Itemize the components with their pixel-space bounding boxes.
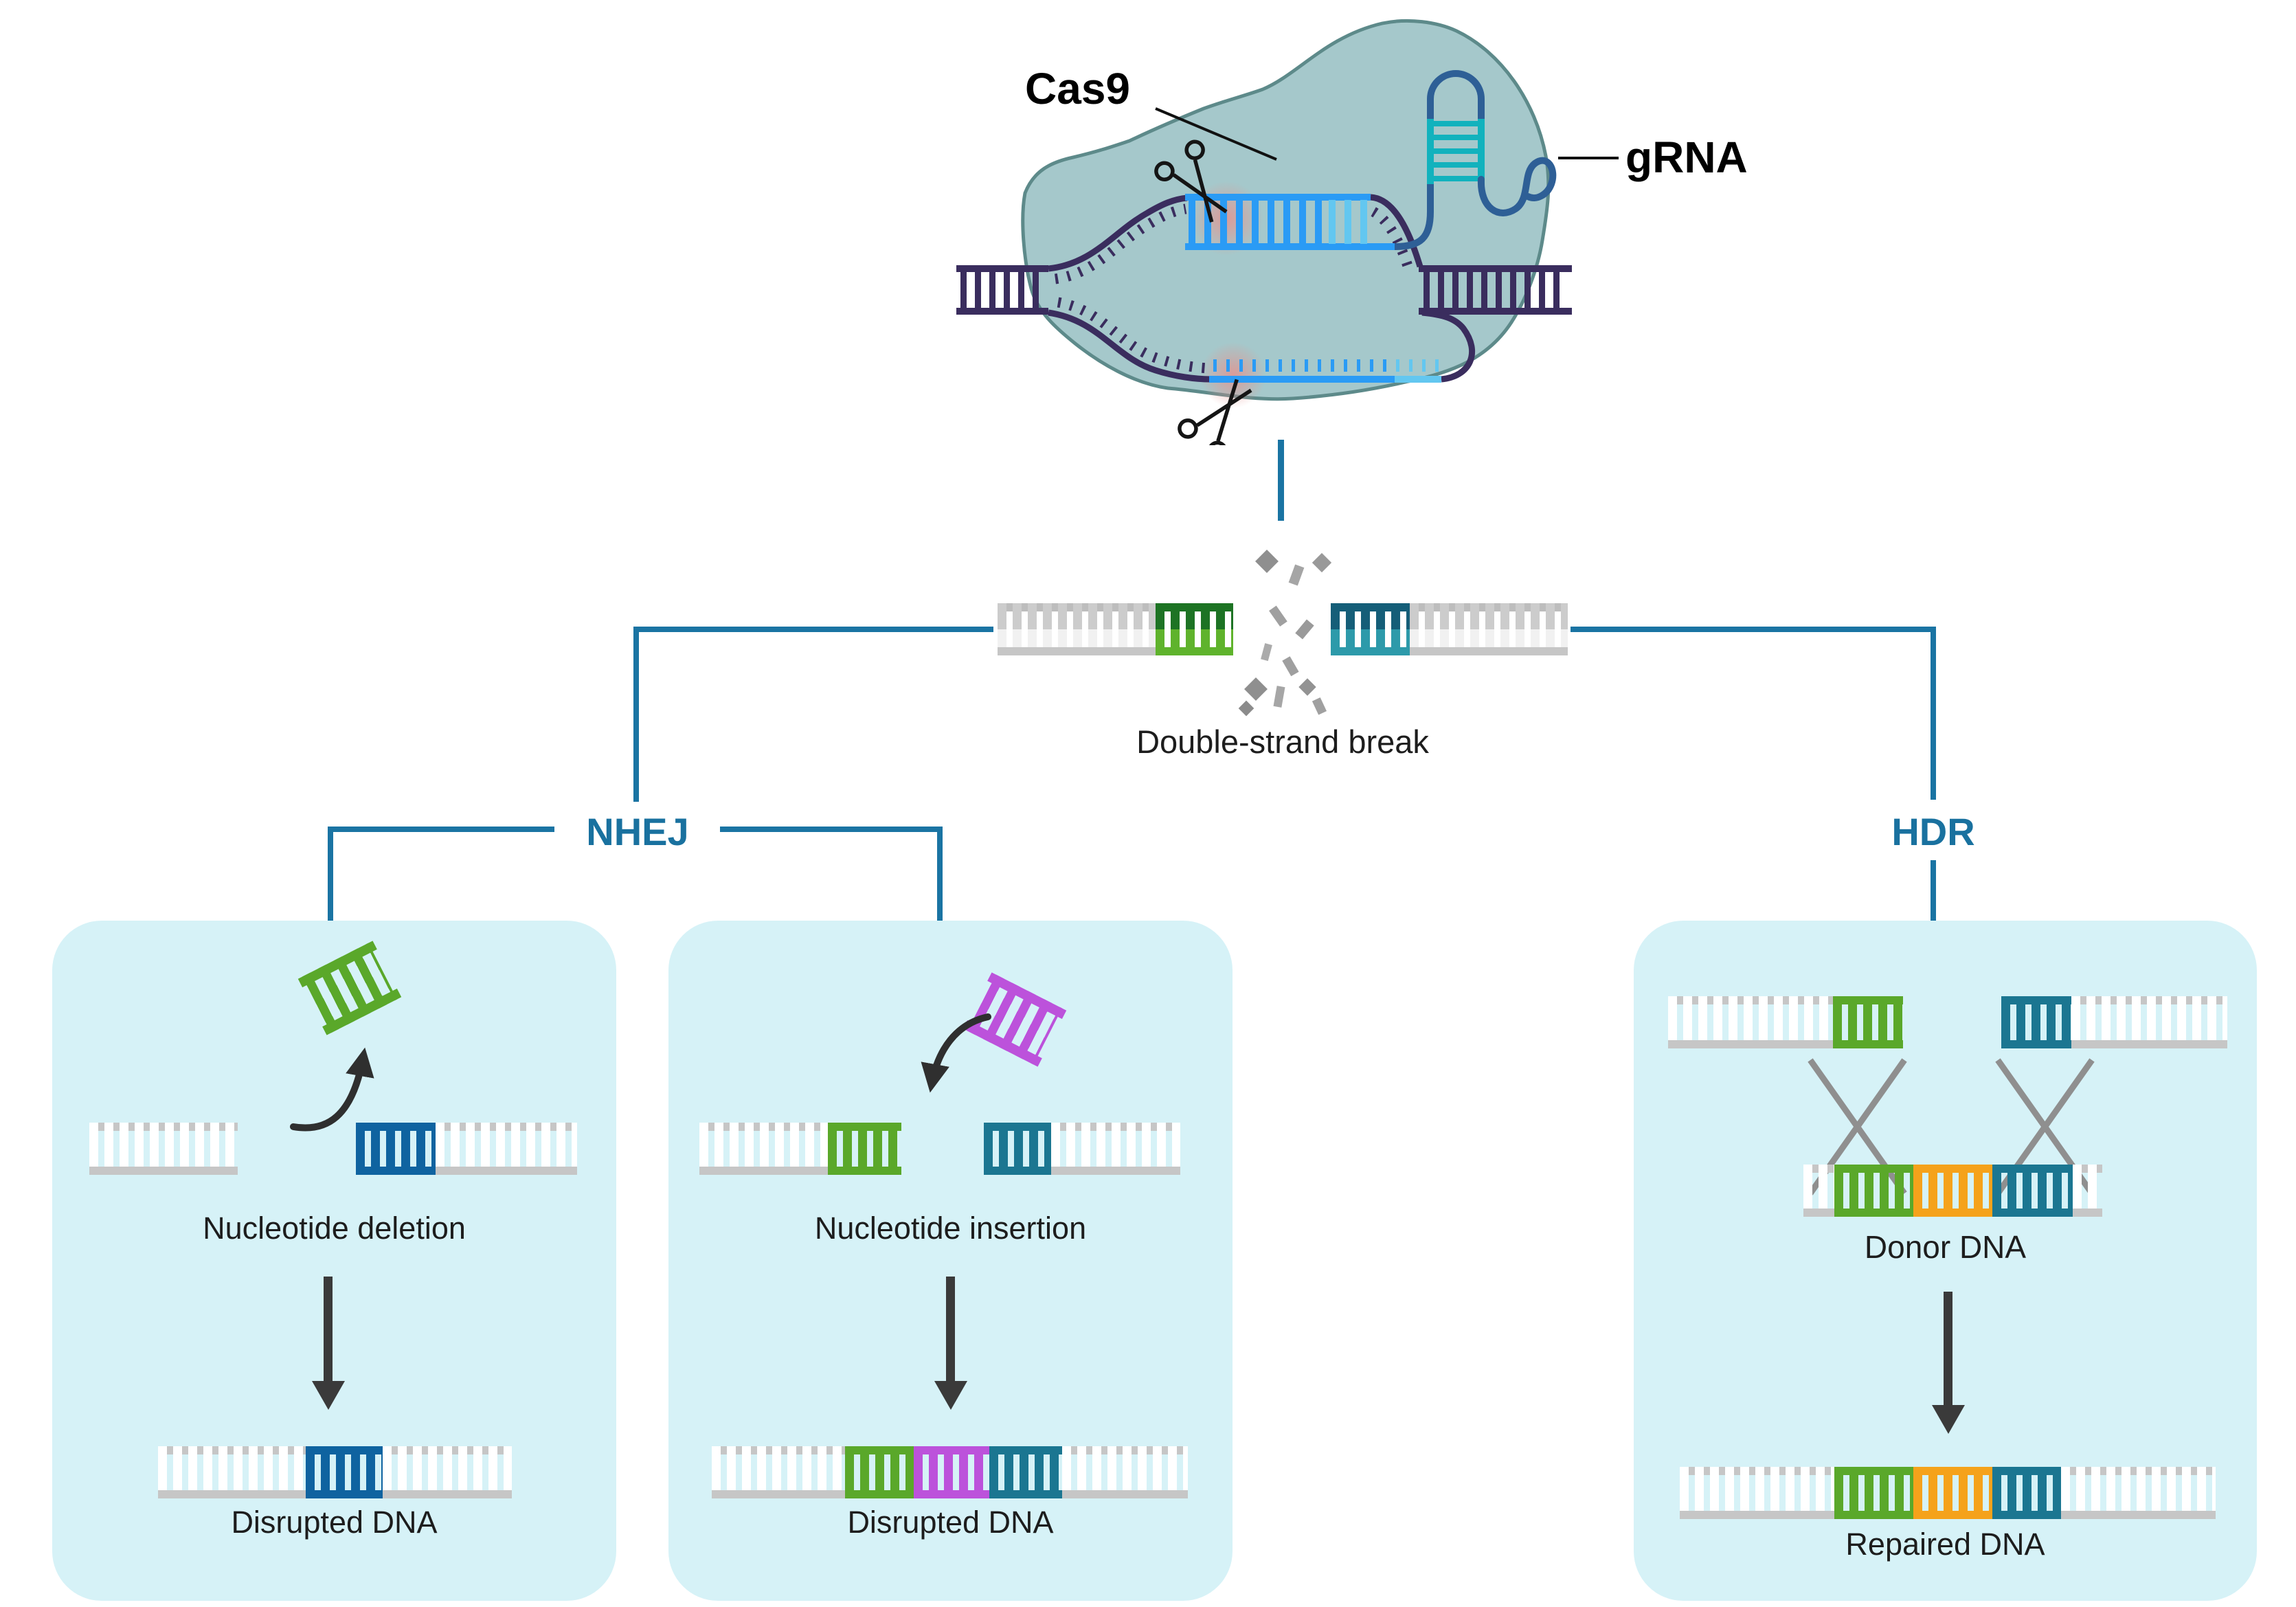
dsb-segment-gray-right <box>1410 603 1568 655</box>
insertion-result-magenta <box>914 1446 989 1498</box>
grna-label: gRNA <box>1625 133 1748 182</box>
repaired-dna-orange <box>1913 1467 1992 1519</box>
insertion-title: Nucleotide insertion <box>814 1211 1087 1246</box>
connector-blob-to-dsb <box>1278 440 1284 521</box>
grna-tail-squiggle <box>1477 157 1557 216</box>
connector-hdr-vertical <box>1931 627 1936 800</box>
nhej-label: NHEJ <box>586 810 689 853</box>
insertion-result-gray-right <box>1062 1446 1188 1498</box>
connector-deletion-box-vertical <box>328 827 333 924</box>
donor-dna-green <box>1834 1165 1913 1217</box>
dna-debris-icon <box>1238 550 1332 717</box>
connector-nhej-vertical <box>633 627 639 802</box>
insertion-dna-green <box>828 1123 901 1175</box>
insertion-result-green <box>845 1446 914 1498</box>
insertion-down-arrow-icon <box>946 1277 955 1381</box>
genomic-dna-left <box>956 265 1048 315</box>
insertion-dna-gray-left <box>699 1123 828 1175</box>
deletion-result-gray-left <box>158 1446 306 1498</box>
repaired-dna-teal <box>1992 1467 2061 1519</box>
insertion-curved-arrow-icon <box>921 1013 991 1093</box>
cas9-label: Cas9 <box>1025 64 1130 113</box>
connector-dsb-right-horizontal <box>1571 627 1936 632</box>
connector-nhej-left-horizontal <box>328 827 554 832</box>
deletion-result-gray-right <box>383 1446 512 1498</box>
connector-insertion-box-vertical <box>937 827 943 924</box>
insertion-result-label: Disrupted DNA <box>847 1505 1054 1540</box>
hdr-result-label: Repaired DNA <box>1845 1527 2045 1562</box>
donor-dna-orange <box>1913 1165 1992 1217</box>
deletion-dna-gray-left <box>89 1123 238 1175</box>
hdr-top-gray-left <box>1668 996 1833 1048</box>
hdr-donor-label: Donor DNA <box>1864 1229 2027 1265</box>
dsb-segment-gray-left <box>998 603 1156 655</box>
deletion-result-blue <box>306 1446 383 1498</box>
insertion-result-gray-left <box>712 1446 845 1498</box>
dna-bubble-bottom-strand <box>1048 297 1476 383</box>
target-dna-bottom <box>1209 359 1441 383</box>
grna-molecule <box>1394 70 1557 250</box>
grna-hairpin-rungs <box>1432 121 1479 181</box>
deletion-result-label: Disrupted DNA <box>231 1505 438 1540</box>
dsb-label: Double-strand break <box>1136 723 1429 760</box>
connector-hdr-box-vertical <box>1931 860 1936 924</box>
deletion-curved-arrow-icon <box>290 1047 374 1132</box>
hdr-label: HDR <box>1891 810 1975 853</box>
insertion-dna-gray-right <box>1051 1123 1180 1175</box>
insertion-result-teal <box>989 1446 1062 1498</box>
donor-dna-gray-right <box>2073 1165 2102 1217</box>
hdr-down-arrow-icon <box>1944 1292 1952 1405</box>
genomic-dna-right <box>1419 265 1572 315</box>
cas9-complex-illustration <box>956 19 1619 445</box>
hdr-top-green <box>1833 996 1903 1048</box>
connector-dsb-left-horizontal <box>633 627 993 632</box>
deletion-dna-blue <box>356 1123 436 1175</box>
donor-dna-teal <box>1992 1165 2073 1217</box>
donor-dna-gray-left <box>1803 1165 1834 1217</box>
repaired-dna-gray-right <box>2061 1467 2216 1519</box>
hdr-top-gray-right <box>2071 996 2227 1048</box>
deletion-down-arrow-icon <box>324 1277 333 1381</box>
target-dna-top <box>1185 194 1395 250</box>
dna-bubble-top-strand <box>1048 194 1423 284</box>
deletion-dna-gray-right <box>436 1123 577 1175</box>
dsb-segment-teal <box>1331 603 1410 655</box>
dsb-segment-green <box>1156 603 1233 655</box>
connector-nhej-right-horizontal <box>720 827 943 832</box>
insertion-dna-teal <box>984 1123 1051 1175</box>
repaired-dna-gray-left <box>1680 1467 1834 1519</box>
hdr-top-teal <box>2001 996 2071 1048</box>
repaired-dna-green <box>1834 1467 1913 1519</box>
cas9-leader-line <box>1155 107 1277 161</box>
deletion-title: Nucleotide deletion <box>203 1211 466 1246</box>
cut-glow-bottom <box>1200 342 1266 408</box>
